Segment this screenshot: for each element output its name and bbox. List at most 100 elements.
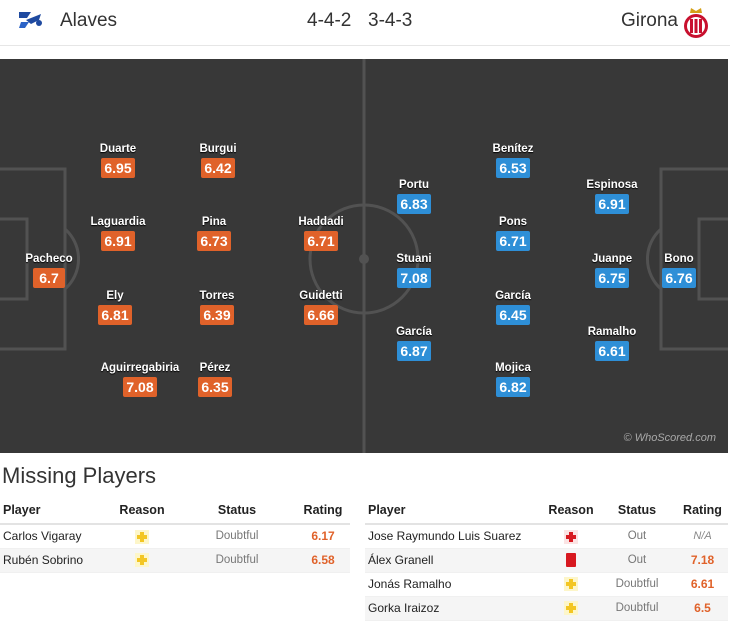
home-player-pacheco[interactable]: Pacheco 6.7 [4, 252, 94, 288]
away-player-portu[interactable]: Portu 6.83 [369, 178, 459, 214]
home-missing-table: Player Reason Status Rating Carlos Vigar… [0, 497, 350, 573]
player-name: Pons [498, 216, 528, 228]
player-name: Ramalho [587, 326, 637, 338]
alaves-crest-icon[interactable] [17, 8, 47, 30]
whoscored-watermark: © WhoScored.com [623, 432, 716, 444]
table-row[interactable]: Jonás Ramalho Doubtful 6.61 [365, 572, 728, 597]
missing-status: Out [597, 524, 677, 549]
player-name: Ely [106, 290, 124, 302]
missing-status: Doubtful [597, 572, 677, 597]
home-player-burgui[interactable]: Burgui 6.42 [173, 142, 263, 178]
player-name: Pacheco [25, 253, 73, 265]
player-name: García [495, 290, 531, 302]
col-player: Player [365, 497, 545, 525]
player-rating: 6.71 [304, 231, 338, 251]
home-team-name[interactable]: Alaves [60, 10, 118, 31]
player-name: Haddadi [298, 216, 344, 228]
reason-cell [545, 524, 597, 549]
missing-rating: N/A [677, 524, 728, 549]
injury-cross-icon[interactable] [564, 529, 578, 544]
player-name: García [396, 326, 432, 338]
missing-status: Out [597, 548, 677, 573]
player-name: Laguardia [90, 216, 146, 228]
player-rating: 6.91 [101, 231, 135, 251]
table-row[interactable]: Carlos Vigaray Doubtful 6.17 [0, 524, 350, 549]
player-rating: 6.66 [304, 305, 338, 325]
col-reason: Reason [106, 497, 178, 525]
doubtful-cross-icon[interactable] [564, 601, 578, 616]
table-header-row: Player Reason Status Rating [365, 497, 728, 525]
girona-crest-icon[interactable] [682, 6, 710, 40]
table-row[interactable]: Rubén Sobrino Doubtful 6.58 [0, 548, 350, 573]
missing-player-name[interactable]: Jose Raymundo Luis Suarez [365, 524, 545, 549]
table-row[interactable]: Gorka Iraizoz Doubtful 6.5 [365, 596, 728, 621]
reason-cell [106, 524, 178, 549]
table-row[interactable]: Álex Granell Out 7.18 [365, 548, 728, 573]
player-rating: 6.35 [198, 377, 232, 397]
missing-status: Doubtful [178, 548, 296, 573]
player-rating: 6.53 [496, 158, 530, 178]
missing-rating: 7.18 [677, 548, 728, 573]
player-name: Espinosa [586, 179, 638, 191]
player-rating: 6.39 [200, 305, 234, 325]
reason-cell [545, 548, 597, 573]
player-name: Bono [664, 253, 694, 265]
doubtful-cross-icon[interactable] [135, 529, 149, 544]
home-player-guidetti[interactable]: Guidetti 6.66 [276, 289, 366, 325]
away-player-benitez[interactable]: Benítez 6.53 [468, 142, 558, 178]
player-name: Portu [398, 179, 430, 191]
player-rating: 6.42 [201, 158, 235, 178]
missing-rating: 6.17 [296, 524, 350, 549]
missing-player-name[interactable]: Carlos Vigaray [0, 524, 106, 549]
player-name: Stuani [396, 253, 432, 265]
home-player-laguardia[interactable]: Laguardia 6.91 [73, 215, 163, 251]
player-rating: 7.08 [123, 377, 157, 397]
away-formation: 3-4-3 [368, 10, 413, 31]
col-player: Player [0, 497, 106, 525]
doubtful-cross-icon[interactable] [564, 577, 578, 592]
col-status: Status [178, 497, 296, 525]
missing-status: Doubtful [178, 524, 296, 549]
red-card-icon[interactable] [564, 553, 578, 568]
player-rating: 6.71 [496, 231, 530, 251]
table-row[interactable]: Jose Raymundo Luis Suarez Out N/A [365, 524, 728, 549]
missing-players-title: Missing Players [2, 463, 157, 488]
player-rating: 6.95 [101, 158, 135, 178]
missing-rating: 6.58 [296, 548, 350, 573]
missing-player-name[interactable]: Gorka Iraizoz [365, 596, 545, 621]
home-player-haddadi[interactable]: Haddadi 6.71 [276, 215, 366, 251]
home-player-ely[interactable]: Ely 6.81 [70, 289, 160, 325]
match-header: Alaves 4-4-2 3-4-3 Girona [0, 0, 730, 46]
away-player-pons[interactable]: Pons 6.71 [468, 215, 558, 251]
player-rating: 6.87 [397, 341, 431, 361]
player-rating: 6.7 [33, 268, 65, 288]
player-name: Guidetti [299, 290, 343, 302]
away-team-name[interactable]: Girona [620, 10, 678, 31]
missing-player-name[interactable]: Rubén Sobrino [0, 548, 106, 573]
player-name: Burgui [199, 143, 237, 155]
col-rating: Rating [296, 497, 350, 525]
doubtful-cross-icon[interactable] [135, 553, 149, 568]
away-player-garcia-fwd[interactable]: García 6.87 [369, 325, 459, 361]
reason-cell [106, 548, 178, 573]
player-rating: 6.83 [397, 194, 431, 214]
col-status: Status [597, 497, 677, 525]
player-name: Benítez [492, 143, 534, 155]
player-name: Pina [201, 216, 227, 228]
missing-player-name[interactable]: Jonás Ramalho [365, 572, 545, 597]
missing-player-name[interactable]: Álex Granell [365, 548, 545, 573]
player-rating: 6.81 [98, 305, 132, 325]
